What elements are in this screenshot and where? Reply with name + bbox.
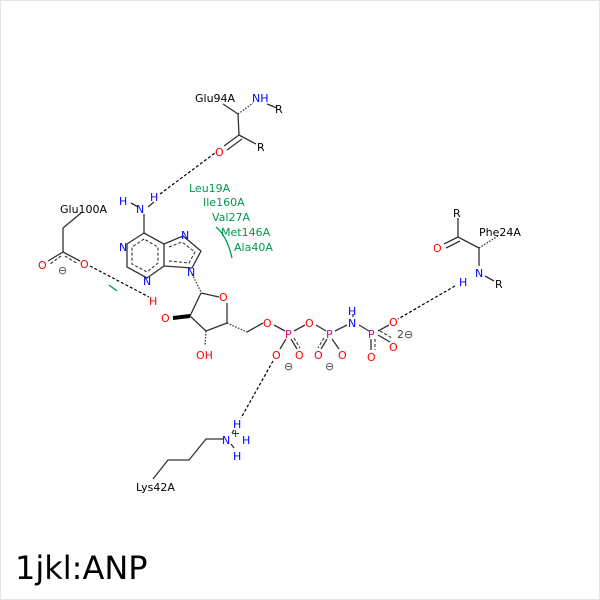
atom-label: N (181, 229, 189, 242)
adenine-ring: H N H N N N N (119, 191, 202, 293)
atom-label: P (326, 328, 333, 341)
atom-label: O (433, 242, 442, 255)
residue-label: Glu94A (195, 92, 236, 105)
atom-label: R (453, 207, 461, 220)
atom-label: O (305, 317, 314, 330)
atom-label: O (389, 341, 398, 354)
atom-label: O (367, 351, 376, 364)
atom-label: H (233, 418, 241, 431)
residue-label: Phe24A (479, 226, 521, 239)
atom-label: O (219, 291, 228, 304)
atom-label: H (119, 195, 127, 208)
hydrophobic-contacts: Leu19A Ile160A Val27A Met146A Ala40A (108, 182, 273, 292)
hydrophobic-mark (108, 284, 118, 292)
hydrophobic-label: Met146A (221, 226, 271, 239)
atom-label: NH (252, 92, 269, 105)
hbond-phe24a (397, 285, 456, 320)
residue-lys42a: N + H H H Lys42A (136, 418, 250, 494)
atom-label: O (161, 312, 170, 325)
atom-label: O (38, 259, 47, 272)
atom-label: H (150, 191, 158, 204)
hbond-glu94a (159, 152, 216, 195)
hbond-lys42a (240, 360, 274, 419)
atom-label: N (475, 267, 483, 280)
atom-label: O (272, 349, 281, 362)
hydrophobic-label: Val27A (212, 211, 250, 224)
atom-label: P (368, 328, 375, 341)
residue-glu94a: Glu94A NH R O R (195, 92, 283, 159)
atom-label: O (263, 317, 272, 330)
atom-label: O (314, 349, 323, 362)
charge-label: ⊖ (325, 360, 334, 373)
residue-label: Lys42A (136, 481, 175, 494)
diagram-title: 1jkl:ANP (15, 549, 148, 587)
residue-label: Glu100A (60, 203, 108, 216)
hydrophobic-arc (215, 226, 233, 259)
atom-label: N (119, 241, 127, 254)
atom-label: H (242, 434, 250, 447)
hbond-glu100a (89, 265, 150, 298)
atom-label: H (459, 276, 467, 289)
atom-label: R (275, 103, 283, 116)
hydrophobic-label: Ile160A (203, 196, 245, 209)
atom-label: H (348, 305, 356, 318)
residue-phe24a: R O Phe24A N H R (433, 207, 521, 291)
hydrophobic-label: Leu19A (189, 182, 231, 195)
atom-label: H (233, 450, 241, 463)
atom-label: N (143, 275, 151, 288)
atom-label: R (257, 141, 265, 154)
phosphate-chain: P O P N H P O O O O O O O ⊖ ⊖ 2⊖ (272, 305, 413, 373)
residue-glu100a: Glu100A O O ⊖ (38, 203, 108, 277)
ribose: O O H OH O (149, 291, 272, 362)
atom-label: N (222, 434, 230, 447)
atom-label: OH (196, 349, 213, 362)
atom-label: H (149, 295, 157, 308)
atom-label: O (295, 349, 304, 362)
atom-label: O (80, 258, 89, 271)
atom-label: O (215, 146, 224, 159)
atom-label: P (285, 328, 292, 341)
charge-label: ⊖ (58, 264, 67, 277)
atom-label: O (338, 349, 347, 362)
atom-label: N (136, 203, 144, 216)
charge-label: ⊖ (284, 360, 293, 373)
hydrogen-bonds (89, 152, 456, 419)
charge-label: + (231, 427, 240, 440)
atom-label: R (495, 278, 503, 291)
atom-label: O (389, 316, 398, 329)
hydrophobic-label: Ala40A (234, 241, 273, 254)
charge-label: 2⊖ (397, 328, 413, 341)
atom-label: N (187, 266, 195, 279)
atom-label: N (348, 317, 356, 330)
